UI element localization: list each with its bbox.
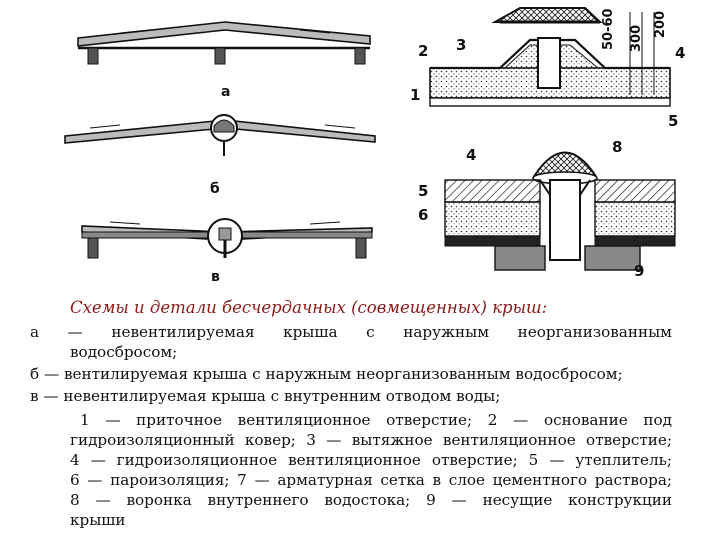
legend-item-9-cont: крыши (70, 511, 126, 529)
legend-line-b: б — вентилируемая крыша с наружным неорг… (30, 365, 623, 383)
callout-9: 9 (634, 262, 644, 280)
legend-item-6-7: 6 — пароизоляция; 7 — арматурная сетка в… (70, 471, 672, 489)
callout-4-top: 4 (675, 44, 685, 62)
legend-item-8-9: 8 — воронка внутреннего водостока; 9 — н… (70, 491, 672, 509)
callout-3: 3 (456, 36, 466, 54)
scheme-a-label: а (221, 84, 230, 100)
legend-item-1-2: 1 — приточное вентиляционное отверстие; … (80, 411, 672, 429)
dimension-50-60: 50-60 (601, 8, 616, 50)
scheme-a-drawing (77, 21, 371, 65)
callout-4-bottom: 4 (466, 146, 476, 164)
drain-funnel-detail-drawing (444, 151, 676, 271)
scheme-b-drawing (64, 114, 376, 156)
callout-8: 8 (612, 138, 622, 156)
scheme-v-drawing (81, 218, 373, 259)
caption-title: Схемы и детали бесчердачных (совмещенных… (70, 298, 548, 317)
callout-6: 6 (418, 206, 428, 224)
callout-2: 2 (418, 42, 428, 60)
dimension-300: 300 (629, 25, 644, 52)
callout-5-top: 5 (668, 112, 678, 130)
legend-line-a-cont: водосбросом; (70, 343, 178, 361)
legend-line-a: а — невентилируемая крыша с наружным нео… (30, 323, 672, 341)
legend-line-v: в — невентилируемая крыша с внутренним о… (30, 387, 501, 405)
legend-item-4-5: 4 — гидроизоляционное вентиляционное отв… (70, 451, 672, 469)
scheme-b-label: б (210, 181, 220, 197)
dimension-200: 200 (653, 11, 668, 38)
roof-drawings-svg: а б в 50-60 300 200 2 3 4 1 5 (64, 7, 685, 285)
ventilation-detail-drawing (429, 7, 671, 107)
callout-5-bottom: 5 (418, 182, 428, 200)
figure-caption: Схемы и детали бесчердачных (совмещенных… (30, 298, 672, 538)
callout-1: 1 (410, 86, 420, 104)
roof-schemes-figure: а б в 50-60 300 200 2 3 4 1 5 (64, 7, 685, 285)
scheme-v-label: в (211, 269, 220, 285)
legend-item-2-3: гидроизоляционный ковер; 3 — вытяжное ве… (70, 431, 672, 449)
